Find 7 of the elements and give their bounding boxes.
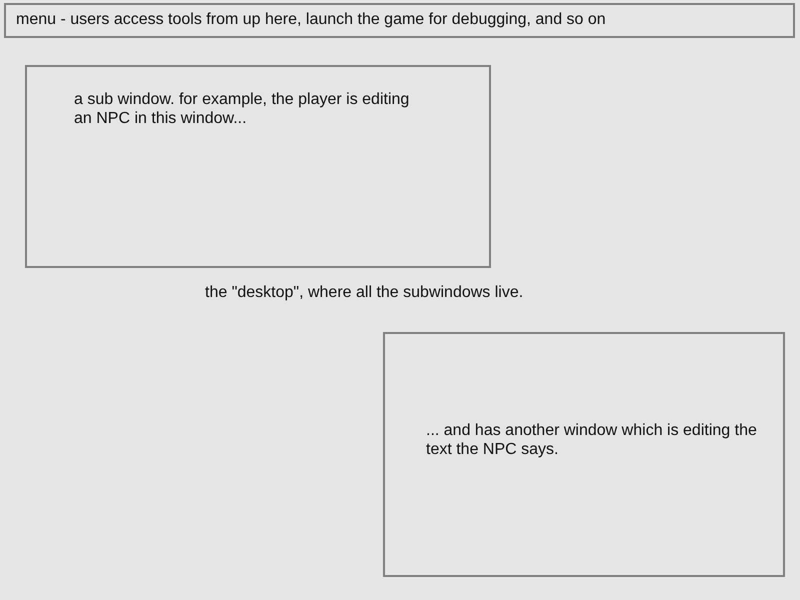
desktop-description: the "desktop", where all the subwindows live. (205, 283, 524, 302)
menu-bar (4, 3, 795, 38)
window-description: a sub window. for example, the player is editing an NPC in this window... (74, 90, 410, 128)
sub-window (383, 332, 785, 577)
sub-window (25, 65, 491, 268)
menu-description: menu - users access tools from up here, launch the game for debugging, and so on (16, 10, 607, 29)
window-description: ... and has another window which is editing the text the NPC says. (426, 421, 758, 459)
